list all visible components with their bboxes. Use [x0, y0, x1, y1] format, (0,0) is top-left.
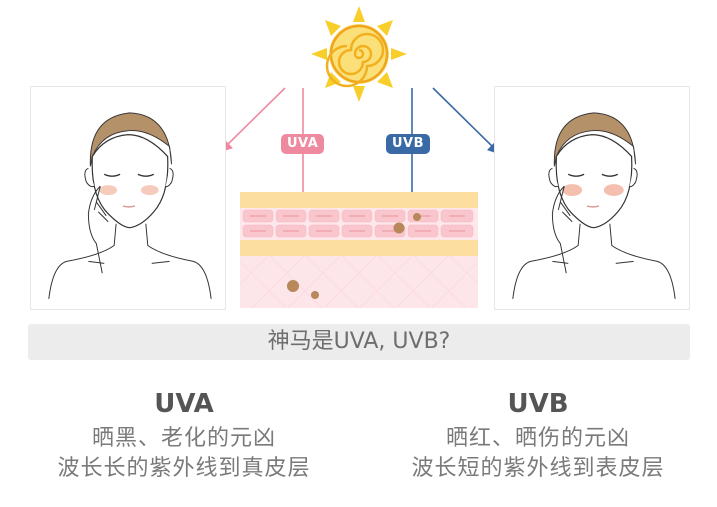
woman-illustration	[512, 112, 676, 300]
melanin-spots	[287, 213, 421, 299]
uvb-description: UVB 晒红、晒伤的元凶 波长短的紫外线到表皮层	[368, 388, 708, 484]
uvb-tag: UVB	[386, 134, 431, 154]
uva-line-2: 波长长的紫外线到真皮层	[57, 456, 311, 481]
uvb-line-2: 波长短的紫外线到表皮层	[411, 456, 665, 481]
uva-line-1: 晒黑、老化的元凶	[91, 426, 276, 451]
uva-description: UVA 晒黑、老化的元凶 波长长的紫外线到真皮层	[14, 388, 354, 484]
uvb-line-1: 晒红、晒伤的元凶	[445, 426, 630, 451]
skin-diagram	[239, 192, 479, 309]
uva-title: UVA	[154, 389, 214, 419]
woman-illustration	[48, 112, 212, 300]
uva-tag: UVA	[281, 134, 325, 154]
sun-icon	[308, 4, 410, 104]
uvb-title: UVB	[507, 389, 569, 419]
face-panel-uva	[30, 86, 226, 310]
face-panel-uvb	[494, 86, 690, 310]
question-banner: 神马是UVA, UVB?	[28, 324, 690, 360]
